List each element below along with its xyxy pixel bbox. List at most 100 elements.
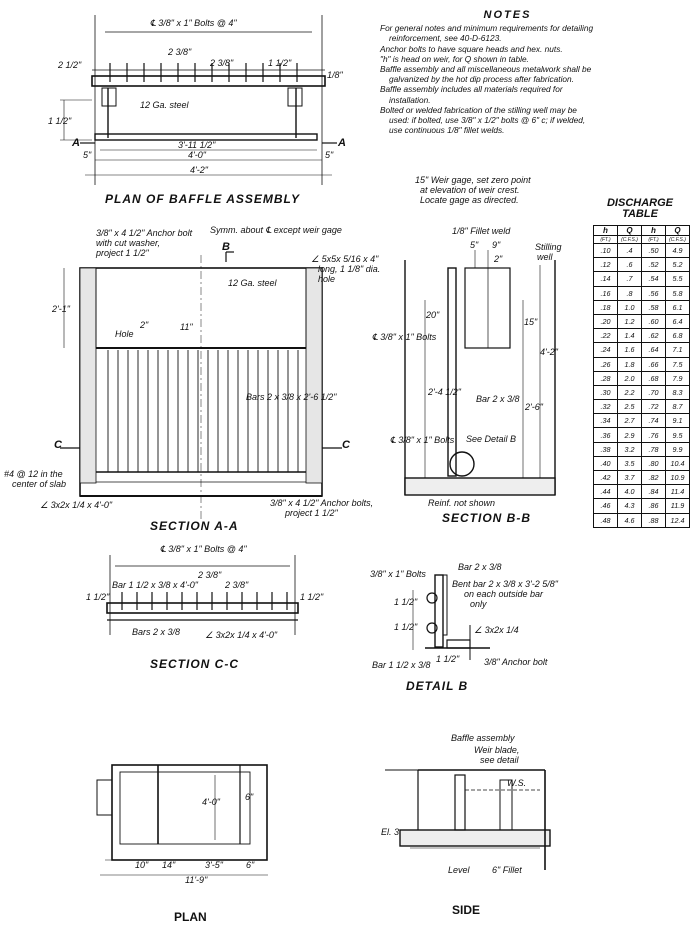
cc-dim-rr: 1 1/2" <box>300 592 324 602</box>
side-view <box>385 769 551 870</box>
table-header: h <box>593 225 618 236</box>
plan-dim-left: 2 1/2" <box>57 60 82 70</box>
table-cell: .6 <box>617 257 642 273</box>
table-cell: .52 <box>641 257 666 273</box>
table-cell: .88 <box>641 512 666 528</box>
table-cell: 4.6 <box>617 512 642 528</box>
side-el: El. 3 <box>381 827 399 837</box>
discharge-title-line2: TABLE <box>622 208 658 220</box>
aa-dim-2: 2" <box>139 320 149 330</box>
aa-anchor-top: 3/8" x 4 1/2" Anchor bolt <box>96 228 193 238</box>
aa-steel: 12 Ga. steel <box>228 278 278 288</box>
notes-block: NOTES For general notes and minimum requ… <box>380 9 635 135</box>
baffle-plate <box>91 75 326 87</box>
table-cell: 6.8 <box>665 328 690 344</box>
table-cell: .36 <box>593 427 618 443</box>
table-cell: 3.5 <box>617 455 642 472</box>
detail-b-title: DETAIL B <box>406 679 468 693</box>
aa-dim-11: 11" <box>180 322 193 332</box>
table-cell: 4.9 <box>665 242 690 259</box>
plan-dim-42: 4'-2" <box>190 165 209 175</box>
note-line: Baffle assembly and all miscellaneous me… <box>380 64 592 75</box>
side-ws: W.S. <box>507 778 526 788</box>
table-cell: .82 <box>641 469 666 486</box>
table-cell: .34 <box>593 413 618 429</box>
bb-weir-gage: 15" Weir gage, set zero point <box>415 175 531 185</box>
table-cell: .56 <box>641 285 666 301</box>
baffle-bars <box>107 350 299 472</box>
plan-dim-mid: 2 3/8" <box>209 58 234 68</box>
bb-dim-9: 9" <box>492 240 501 250</box>
plan-dim-6: 6" <box>246 860 255 870</box>
table-cell: 11.4 <box>665 484 690 500</box>
cc-dim-l: 1 1/2" <box>86 592 110 602</box>
table-cell: .32 <box>593 399 618 415</box>
table-cell: .72 <box>641 399 666 415</box>
table-cell: 1.0 <box>617 299 642 315</box>
table-unit: (FT.) <box>593 235 618 244</box>
table-cell: 9.9 <box>665 441 690 457</box>
plan-bolts-label: ℄ 3/8" x 1" Bolts @ 4" <box>150 18 237 28</box>
plan-title: PLAN <box>174 910 207 924</box>
db-bar-bot: Bar 1 1/2 x 3/8 <box>372 660 431 670</box>
side-level: Level <box>448 865 471 875</box>
plan-view <box>96 764 268 876</box>
table-cell: .58 <box>641 299 666 315</box>
cut-mark-a-left: A <box>71 137 80 149</box>
db-bar: Bar 2 x 3/8 <box>458 562 502 572</box>
table-cell: 10.4 <box>665 455 690 472</box>
table-cell: .68 <box>641 370 666 386</box>
note-line: Baffle assembly includes all materials r… <box>380 84 563 95</box>
table-header: Q <box>617 225 642 236</box>
table-header: Q <box>665 225 690 236</box>
table-cell: .84 <box>641 484 666 500</box>
detail-b-callout <box>449 451 475 477</box>
db-dim-1: 1 1/2" <box>394 597 418 607</box>
table-cell: .78 <box>641 441 666 457</box>
table-cell: 2.9 <box>617 427 642 443</box>
side-weir2: see detail <box>480 755 520 765</box>
table-unit: (FT.) <box>641 235 666 244</box>
cc-bar: Bar 1 1/2 x 3/8 x 4'-0" <box>112 580 199 590</box>
db-bent3: only <box>470 599 487 609</box>
note-line: For general notes and minimum requiremen… <box>380 23 594 34</box>
baffle-blade <box>447 267 457 477</box>
cc-dim-r: 2 3/8" <box>224 580 249 590</box>
aa-dim-side: 2'-1" <box>51 304 71 314</box>
notes-title: NOTES <box>483 9 532 21</box>
table-cell: .60 <box>641 313 666 330</box>
table-cell: 2.5 <box>617 399 642 415</box>
bb-weir-gage2: at elevation of weir crest. <box>420 185 520 195</box>
note-line: galvanized by the hot dip process after … <box>389 74 574 85</box>
table-header: h <box>641 225 666 236</box>
table-cell: .16 <box>593 285 618 301</box>
plan-steel-label: 12 Ga. steel <box>140 100 190 110</box>
discharge-title-line1: DISCHARGE <box>606 197 673 209</box>
table-cell: 7.9 <box>665 370 690 386</box>
bb-stilling2: well <box>537 252 554 262</box>
note-line: installation. <box>389 94 431 105</box>
aa-angle-bot: ∠ 3x2x 1/4 x 4'-0" <box>40 500 113 510</box>
note-line: "h" is head on weir, for Q shown in tabl… <box>380 53 529 64</box>
aa-anchor-bot: 3/8" x 4 1/2" Anchor bolts, <box>270 498 373 508</box>
table-cell: 7.1 <box>665 342 690 358</box>
db-dim-3: 1 1/2" <box>436 654 460 664</box>
table-cell: .50 <box>641 242 666 259</box>
db-angle: ∠ 3x2x 1/4 <box>474 625 519 635</box>
plan-dim-v1: 4'-0" <box>202 797 221 807</box>
table-cell: .12 <box>593 257 618 273</box>
table-cell: 2.2 <box>617 384 642 401</box>
aa-slab: #4 @ 12 in the <box>4 469 63 479</box>
table-cell: .24 <box>593 342 618 358</box>
bb-reinf: Reinf. not shown <box>428 498 495 508</box>
